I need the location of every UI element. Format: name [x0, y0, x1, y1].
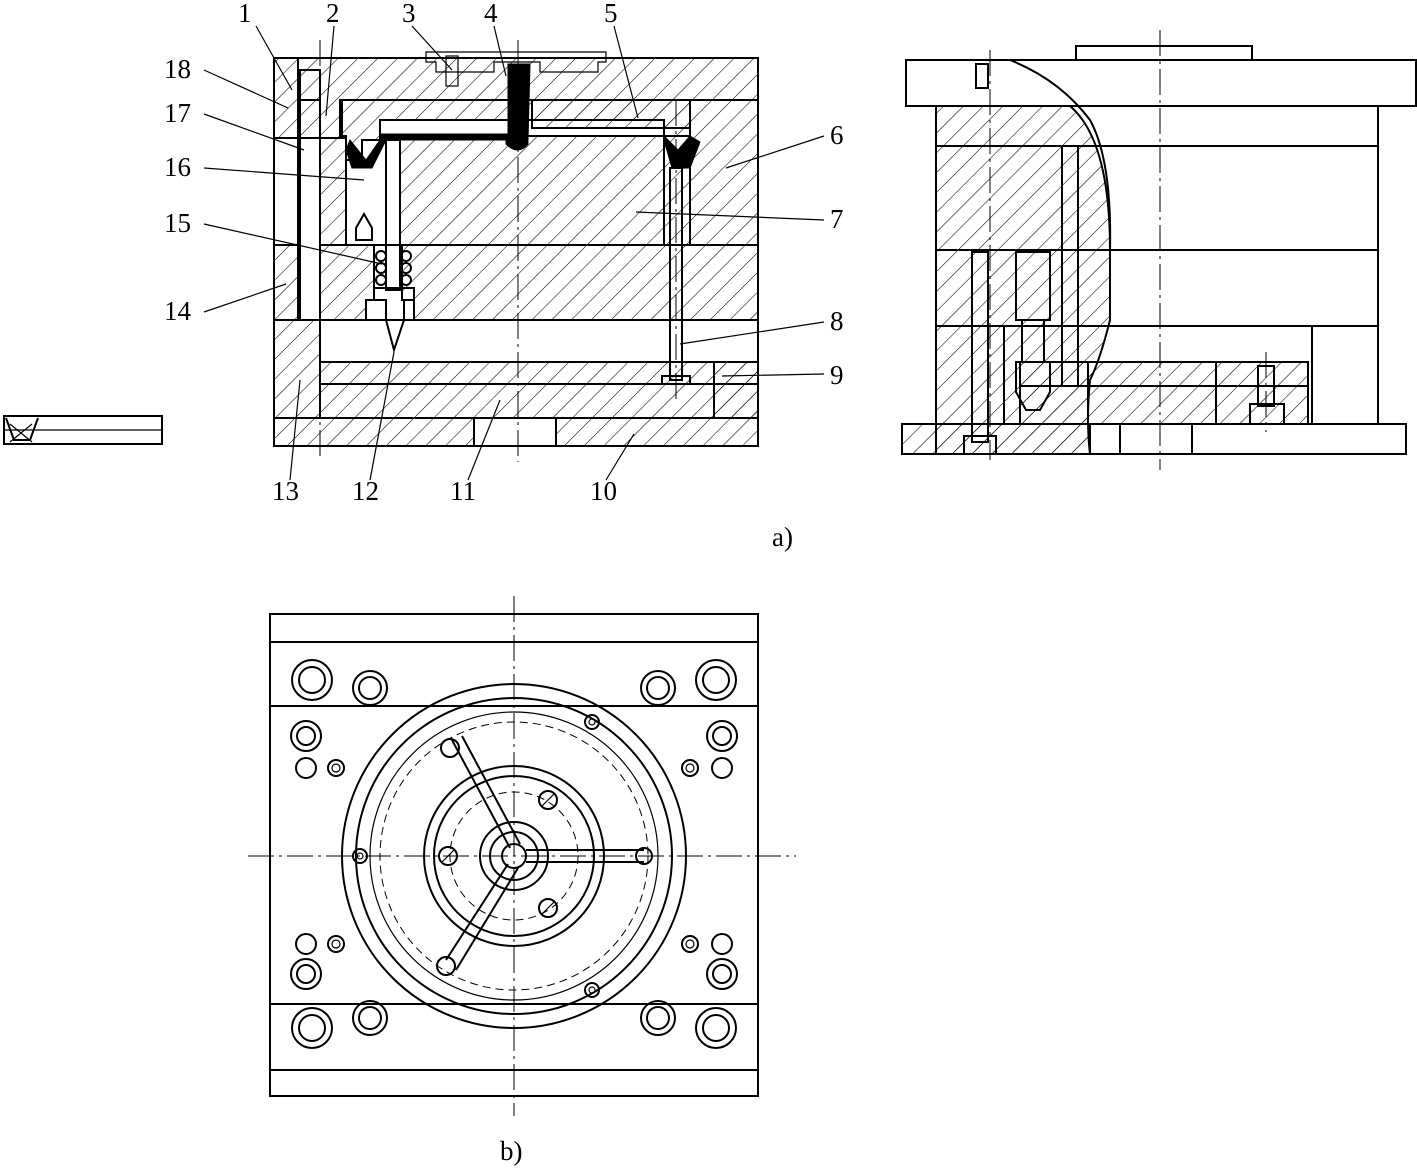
- part-section-sketch: [3, 415, 163, 445]
- side-view: [901, 30, 1417, 470]
- label-8: 8: [830, 306, 844, 336]
- label-2: 2: [326, 0, 340, 28]
- label-leaders: [203, 25, 825, 481]
- label-17: 17: [164, 98, 191, 128]
- label-7: 7: [830, 204, 844, 234]
- label-16: 16: [164, 152, 191, 182]
- part-number-labels: 1 2 3 4 5 6 7 8 9 10 11 12 13 14 15 16 1…: [164, 0, 844, 506]
- label-13: 13: [272, 476, 299, 506]
- label-12: 12: [352, 476, 379, 506]
- label-18: 18: [164, 54, 191, 84]
- label-1: 1: [238, 0, 252, 28]
- corner-holes: [290, 659, 738, 1049]
- label-3: 3: [402, 0, 416, 28]
- label-11: 11: [450, 476, 476, 506]
- caption-a: a): [772, 522, 793, 552]
- label-15: 15: [164, 208, 191, 238]
- label-9: 9: [830, 360, 844, 390]
- label-6: 6: [830, 120, 844, 150]
- plan-view: [248, 596, 796, 1116]
- caption-b: b): [500, 1136, 523, 1166]
- label-5: 5: [604, 0, 618, 28]
- label-4: 4: [484, 0, 498, 28]
- label-14: 14: [164, 296, 192, 326]
- section-view-main: [273, 40, 759, 462]
- label-10: 10: [590, 476, 617, 506]
